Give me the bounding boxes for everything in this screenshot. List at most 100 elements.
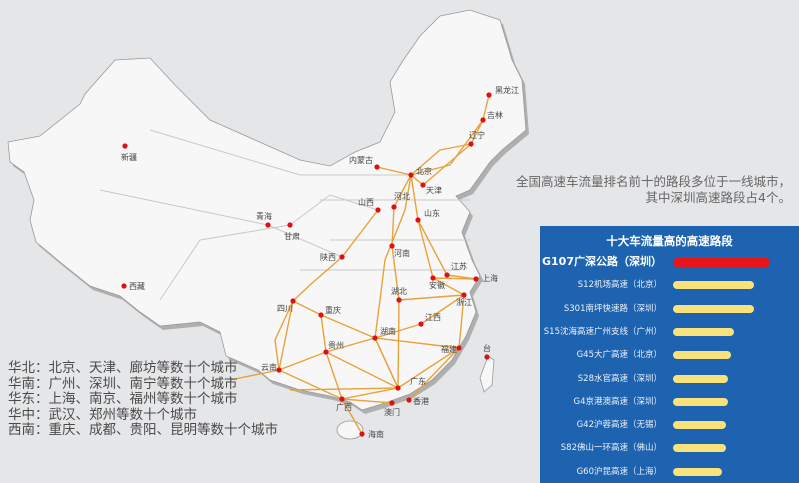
- city-label: 天津: [426, 185, 442, 195]
- city-dot: [406, 397, 412, 403]
- bar-label: G45大广高速（北京）: [576, 350, 662, 361]
- chart-row: S301南坪快速路（深圳）: [540, 301, 799, 317]
- city-label: 黑龙江: [495, 85, 519, 95]
- city-dot: [396, 297, 402, 303]
- city-dot: [389, 243, 395, 249]
- city-dot: [318, 312, 324, 318]
- city-label: 上海: [482, 273, 498, 283]
- bar-label: G107广深公路（深圳）: [542, 255, 662, 268]
- city-label: 内蒙古: [349, 155, 373, 165]
- city-dot: [468, 141, 474, 147]
- highway-line: [398, 294, 465, 301]
- highway-line: [410, 119, 484, 176]
- bar: [673, 374, 729, 383]
- city-label: 香港: [413, 396, 429, 406]
- highway-line: [432, 277, 477, 280]
- highway-line: [278, 337, 460, 371]
- headline-line-1: 全国高速车流量排名前十的路段多位于一线城市，: [515, 174, 791, 189]
- bar: [673, 258, 770, 267]
- legend-south-china: 华南：广州、深圳、南宁等数十个城市: [8, 375, 238, 392]
- city-label: 西藏: [129, 281, 145, 291]
- city-label: 广西: [336, 402, 352, 412]
- highway-line: [325, 351, 399, 389]
- city-dot: [418, 321, 424, 327]
- city-label: 重庆: [325, 305, 341, 315]
- city-dot: [359, 431, 365, 437]
- chart-row: S82佛山一环高速（佛山）: [540, 440, 799, 456]
- minor-road: [149, 129, 411, 176]
- chart-row: S28水官高速（深圳）: [540, 371, 799, 387]
- city-dot: [391, 204, 397, 210]
- bar: [673, 444, 727, 453]
- highway-line: [229, 369, 280, 381]
- headline: 全国高速车流量排名前十的路段多位于一线城市， 其中深圳高速路段占4个。: [516, 174, 791, 206]
- bar-label: S15沈海高速广州支线（广州）: [543, 326, 662, 337]
- city-label: 福建: [441, 344, 457, 354]
- city-dot: [290, 298, 296, 304]
- top-ten-roads-chart: 十大车流量高的高速路段 G107广深公路（深圳） S12机场高速（北京） S301南…: [540, 226, 799, 483]
- minor-road: [159, 224, 291, 301]
- bar: [673, 421, 727, 430]
- city-dot: [265, 222, 271, 228]
- bar-label: G4京港澳高速（深圳）: [573, 396, 663, 407]
- city-label: 江苏: [451, 261, 467, 271]
- city-label: 海南: [368, 429, 384, 439]
- headline-line-2: 其中深圳高速路段占4个。: [645, 190, 791, 205]
- city-dot: [444, 272, 450, 278]
- city-dot: [374, 164, 380, 170]
- chart-row: G42沪蓉高速（无锡）: [540, 417, 799, 433]
- mainland-shape: [7, 9, 527, 411]
- highway-line: [278, 347, 460, 400]
- city-dot: [486, 92, 492, 98]
- bar-label: S28水官高速（深圳）: [577, 373, 662, 384]
- city-label: 河南: [394, 248, 410, 258]
- city-label: 山东: [424, 208, 440, 218]
- city-dot: [121, 283, 127, 289]
- city-dot: [276, 367, 282, 373]
- taiwan-island: [479, 355, 495, 393]
- legend-north-china: 华北：北京、天津、廊坊等数十个城市: [8, 360, 238, 376]
- bar: [673, 397, 729, 406]
- chart-title: 十大车流量高的高速路段: [606, 234, 733, 248]
- city-label: 浙江: [456, 297, 472, 307]
- minor-road: [289, 194, 379, 226]
- legend-southwest-china: 西南：重庆、成都、贵阳、昆明等数十个城市: [8, 422, 278, 438]
- china-highway-map: 新疆西藏青海甘肃陕西内蒙古北京天津辽宁吉林黑龙江山西河北山东河南江苏安徽上海湖北…: [7, 9, 529, 440]
- bar-label: S12机场高速（北京）: [577, 280, 662, 291]
- city-label: 云南: [261, 362, 277, 372]
- bar: [673, 304, 755, 313]
- city-dot: [375, 207, 381, 213]
- chart-row: S15沈海高速广州支线（广州）: [540, 324, 799, 340]
- city-label: 澳门: [384, 407, 400, 417]
- city-label: 河北: [394, 191, 410, 201]
- city-dot: [420, 182, 426, 188]
- highway-line: [410, 174, 477, 280]
- legend-central-china: 华中：武汉、郑州等数十个城市: [8, 406, 197, 423]
- city-label: 吉林: [487, 110, 503, 120]
- highway-line: [289, 387, 399, 391]
- bar-label: S82佛山一环高速（佛山）: [560, 443, 662, 454]
- regions-legend: 华北：北京、天津、廊坊等数十个城市 华南：广州、深圳、南宁等数十个城市 华东：上…: [8, 360, 278, 439]
- city-label: 陕西: [320, 252, 336, 262]
- highway-line: [274, 209, 379, 371]
- city-label: 甘肃: [284, 231, 300, 241]
- city-label: 青海: [256, 211, 272, 221]
- city-dot: [287, 222, 293, 228]
- highway-line: [320, 314, 363, 435]
- city-dot: [484, 354, 490, 360]
- chart-row: G60沪昆高速（上海）: [540, 464, 799, 480]
- city-label: 山西: [358, 197, 374, 207]
- city-dot: [122, 143, 128, 149]
- highway-line: [278, 300, 294, 371]
- city-dot: [339, 396, 345, 402]
- city-label: 辽宁: [469, 130, 485, 140]
- bar-label: S301南坪快速路（深圳）: [563, 303, 662, 314]
- chart-row: G4京港澳高速（深圳）: [540, 394, 799, 410]
- bar-label: G42沪蓉高速（无锡）: [576, 420, 662, 431]
- chart-row: G107广深公路（深圳）: [540, 254, 799, 270]
- highway-line: [374, 337, 399, 389]
- city-label: 湖北: [391, 287, 407, 296]
- city-markers: 新疆西藏青海甘肃陕西内蒙古北京天津辽宁吉林黑龙江山西河北山东河南江苏安徽上海湖北…: [121, 85, 519, 439]
- bar: [673, 281, 755, 290]
- city-label: 四川: [277, 304, 293, 313]
